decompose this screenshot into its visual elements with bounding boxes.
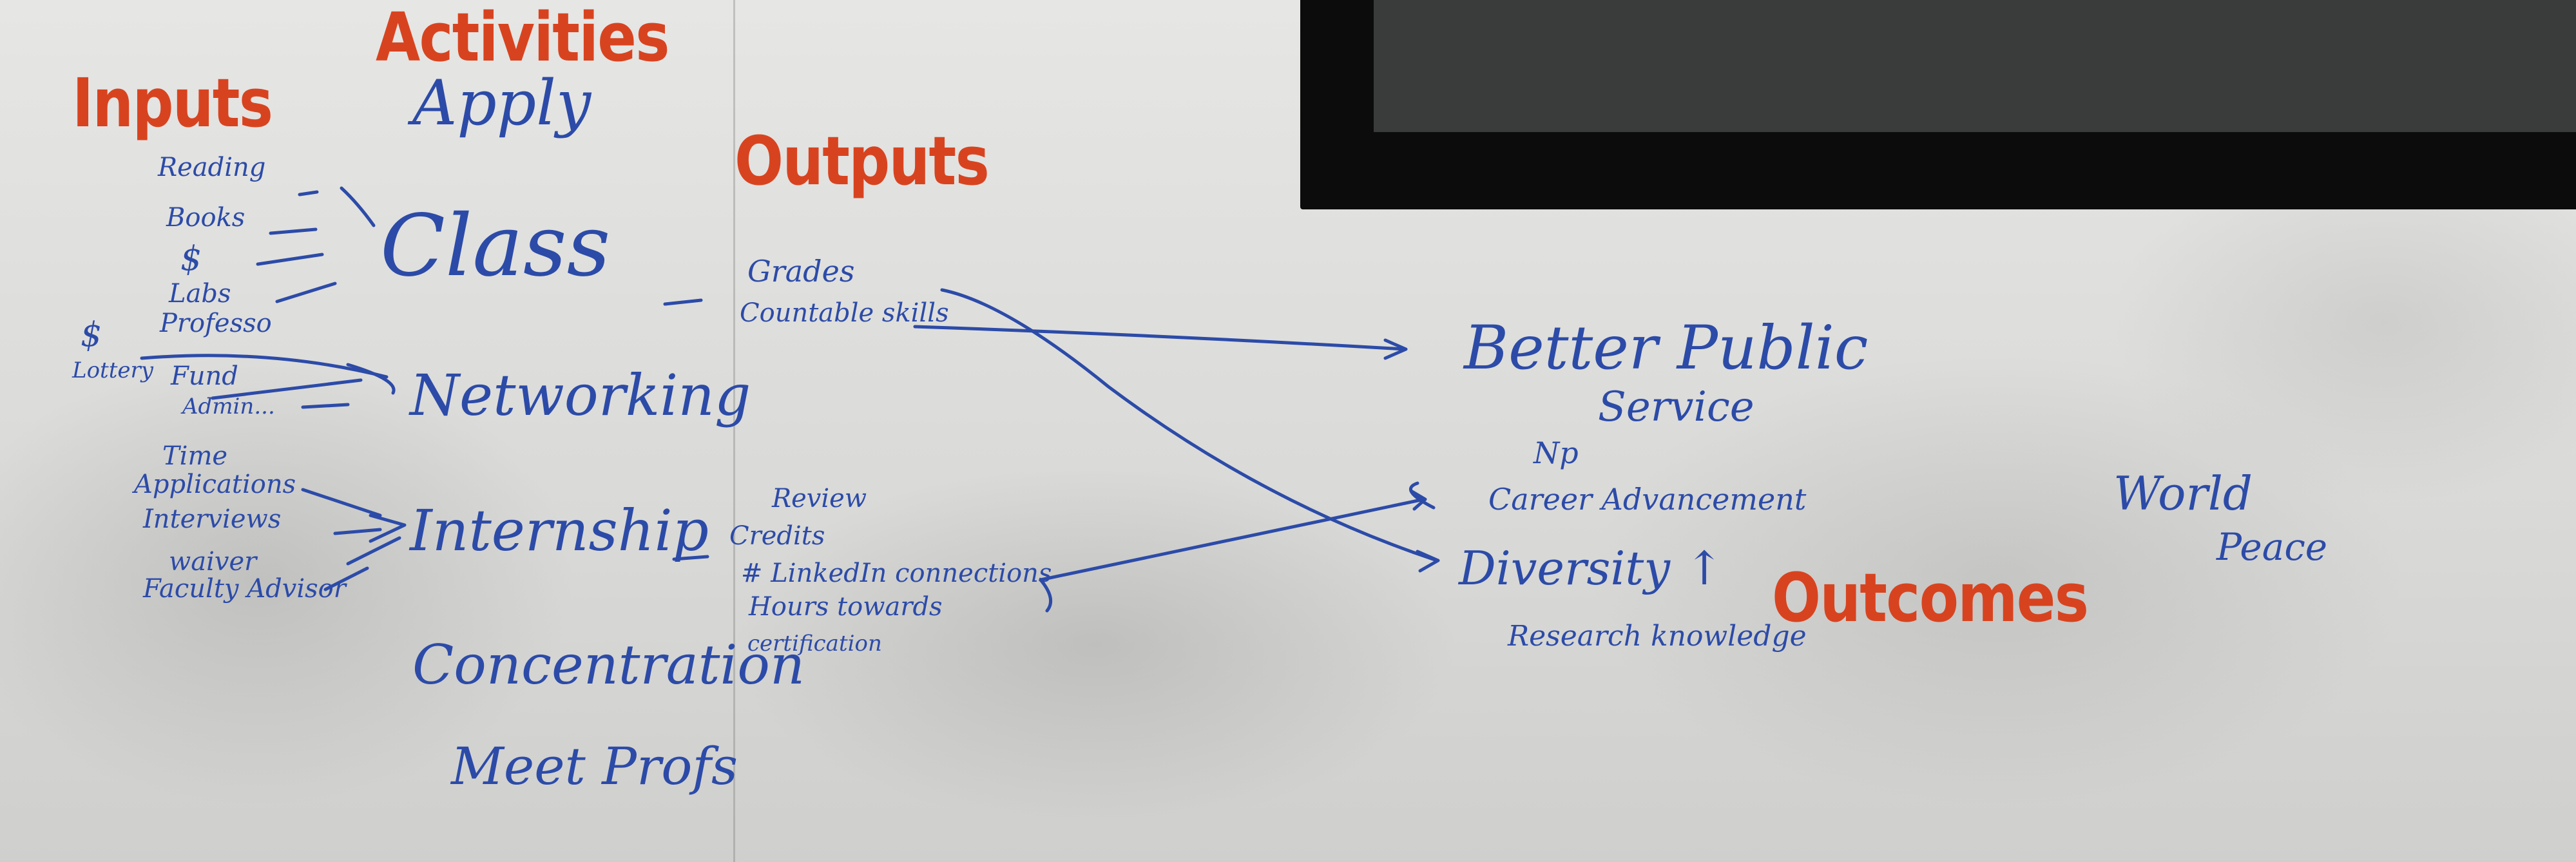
outcome-world: World (2113, 466, 2253, 521)
input-books: Books (166, 203, 245, 233)
output-grades: Grades (747, 254, 855, 289)
input-time: Time (162, 441, 228, 471)
outcome-peace: Peace (2216, 525, 2328, 569)
output-linkedin-connections: # LinkedIn connections (741, 559, 1052, 588)
activity-class: Class (380, 196, 611, 296)
inputs-heading: Inputs (72, 64, 273, 142)
output-review: Review (772, 484, 867, 513)
activity-internship: Internship (410, 497, 709, 564)
input-interviews: Interviews (143, 504, 282, 534)
outcome-better-public: Better Public (1464, 313, 1869, 383)
output-countable-skills: Countable skills (740, 298, 949, 328)
input-faculty-advisor: Faculty Advisor (143, 574, 346, 604)
input-professor: Professo (160, 309, 272, 338)
input-to-networking-lines (140, 354, 396, 409)
input-applications: Applications (134, 470, 296, 499)
outputs-heading: Outputs (735, 122, 990, 200)
input-waiver: waiver (169, 547, 257, 577)
outcome-np: Np (1533, 436, 1579, 470)
input-money-2: $ (81, 316, 102, 354)
input-money: $ (180, 240, 202, 278)
outcome-career-advancement: Career Advancement (1488, 482, 1807, 517)
output-certification: certification (747, 631, 882, 656)
activity-apply: Apply (412, 67, 591, 139)
output-credits: Credits (729, 521, 825, 551)
input-lottery: Lottery (72, 358, 153, 383)
activity-networking: Networking (410, 362, 751, 428)
outcome-service: Service (1598, 383, 1754, 431)
outputs-to-outcomes-arrows (913, 288, 1440, 613)
activity-meet-profs: Meet Profs (451, 736, 738, 796)
input-admin: Admin... (182, 394, 275, 419)
input-reading: Reading (158, 153, 266, 182)
input-to-internship-lines (301, 488, 407, 591)
activity-to-output-dashes (663, 298, 709, 561)
input-to-class-dashes (256, 186, 376, 303)
outcome-diversity: Diversity ↑ (1459, 541, 1724, 595)
input-fund: Fund (171, 361, 238, 391)
activity-concentration: Concentration (412, 633, 805, 696)
output-hours-towards: Hours towards (749, 592, 943, 622)
input-labs: Labs (169, 279, 231, 309)
outcomes-heading: Outcomes (1772, 559, 2089, 637)
outcome-research-knowledge: Research knowledge (1508, 620, 1807, 653)
whiteboard-panel-seam (733, 0, 735, 862)
activities-heading: Activities (376, 0, 669, 77)
wall-monitor-screen (1374, 0, 2576, 132)
